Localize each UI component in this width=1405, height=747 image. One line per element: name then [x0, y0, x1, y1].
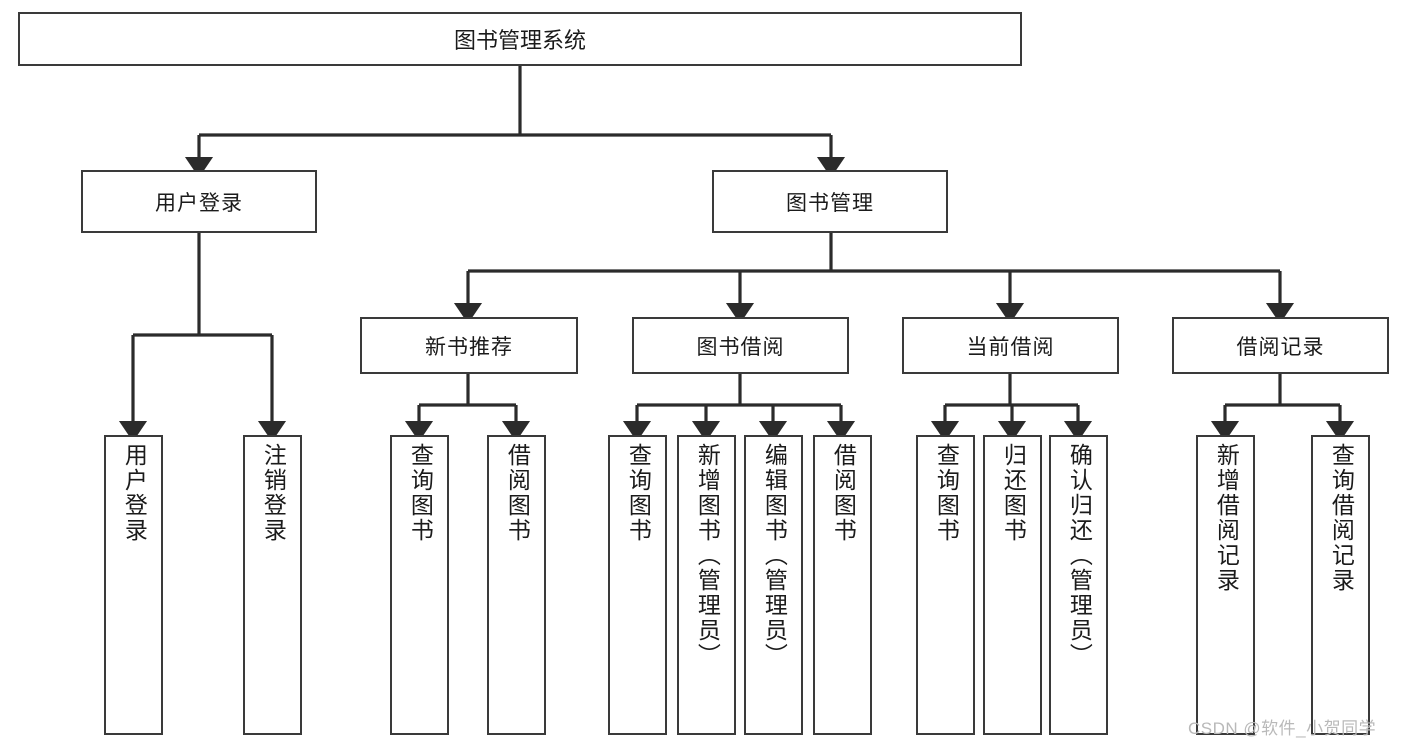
node-leaf-query-borrow-record-label: 查询借阅记录	[1328, 443, 1355, 593]
node-leaf-add-book-admin[interactable]: 新增图书（管理员）	[677, 435, 736, 735]
node-new-book-recommend[interactable]: 新书推荐	[360, 317, 578, 374]
node-leaf-query-book-2[interactable]: 查询图书	[608, 435, 667, 735]
node-root[interactable]: 图书管理系统	[18, 12, 1022, 66]
node-current-borrow-label: 当前借阅	[966, 335, 1055, 359]
node-book-manage[interactable]: 图书管理	[712, 170, 948, 233]
node-leaf-borrow-book-1[interactable]: 借阅图书	[487, 435, 546, 735]
node-leaf-query-book-1-label: 查询图书	[407, 443, 434, 543]
node-root-label: 图书管理系统	[453, 28, 586, 53]
node-leaf-borrow-book-1-label: 借阅图书	[504, 443, 531, 543]
node-leaf-query-book-3-label: 查询图书	[933, 443, 960, 543]
node-user-login-label: 用户登录	[155, 191, 243, 215]
node-book-manage-label: 图书管理	[786, 191, 874, 215]
node-leaf-add-borrow-record[interactable]: 新增借阅记录	[1196, 435, 1255, 735]
node-leaf-query-book-2-label: 查询图书	[625, 443, 652, 543]
node-leaf-user-login[interactable]: 用户登录	[104, 435, 163, 735]
node-leaf-return-book-label: 归还图书	[1000, 443, 1027, 543]
node-leaf-query-book-3[interactable]: 查询图书	[916, 435, 975, 735]
node-leaf-edit-book-admin[interactable]: 编辑图书（管理员）	[744, 435, 803, 735]
node-leaf-edit-book-admin-label: 编辑图书（管理员）	[761, 443, 788, 668]
node-new-book-recommend-label: 新书推荐	[425, 335, 513, 359]
watermark: CSDN @软件_小贺同学	[1188, 719, 1377, 738]
node-leaf-confirm-return-admin[interactable]: 确认归还（管理员）	[1049, 435, 1108, 735]
node-leaf-add-borrow-record-label: 新增借阅记录	[1213, 443, 1240, 593]
node-borrow-record[interactable]: 借阅记录	[1172, 317, 1389, 374]
node-leaf-user-login-label: 用户登录	[121, 443, 148, 543]
node-leaf-logout-login[interactable]: 注销登录	[243, 435, 302, 735]
node-leaf-query-book-1[interactable]: 查询图书	[390, 435, 449, 735]
node-current-borrow[interactable]: 当前借阅	[902, 317, 1119, 374]
node-user-login[interactable]: 用户登录	[81, 170, 317, 233]
node-leaf-return-book[interactable]: 归还图书	[983, 435, 1042, 735]
node-leaf-borrow-book-2-label: 借阅图书	[830, 443, 857, 543]
node-leaf-confirm-return-admin-label: 确认归还（管理员）	[1066, 443, 1093, 668]
node-book-borrow-label: 图书借阅	[696, 335, 785, 359]
node-book-borrow[interactable]: 图书借阅	[632, 317, 849, 374]
node-leaf-add-book-admin-label: 新增图书（管理员）	[694, 443, 721, 668]
node-leaf-query-borrow-record[interactable]: 查询借阅记录	[1311, 435, 1370, 735]
node-borrow-record-label: 借阅记录	[1236, 335, 1325, 359]
node-leaf-borrow-book-2[interactable]: 借阅图书	[813, 435, 872, 735]
node-leaf-logout-login-label: 注销登录	[260, 443, 287, 543]
